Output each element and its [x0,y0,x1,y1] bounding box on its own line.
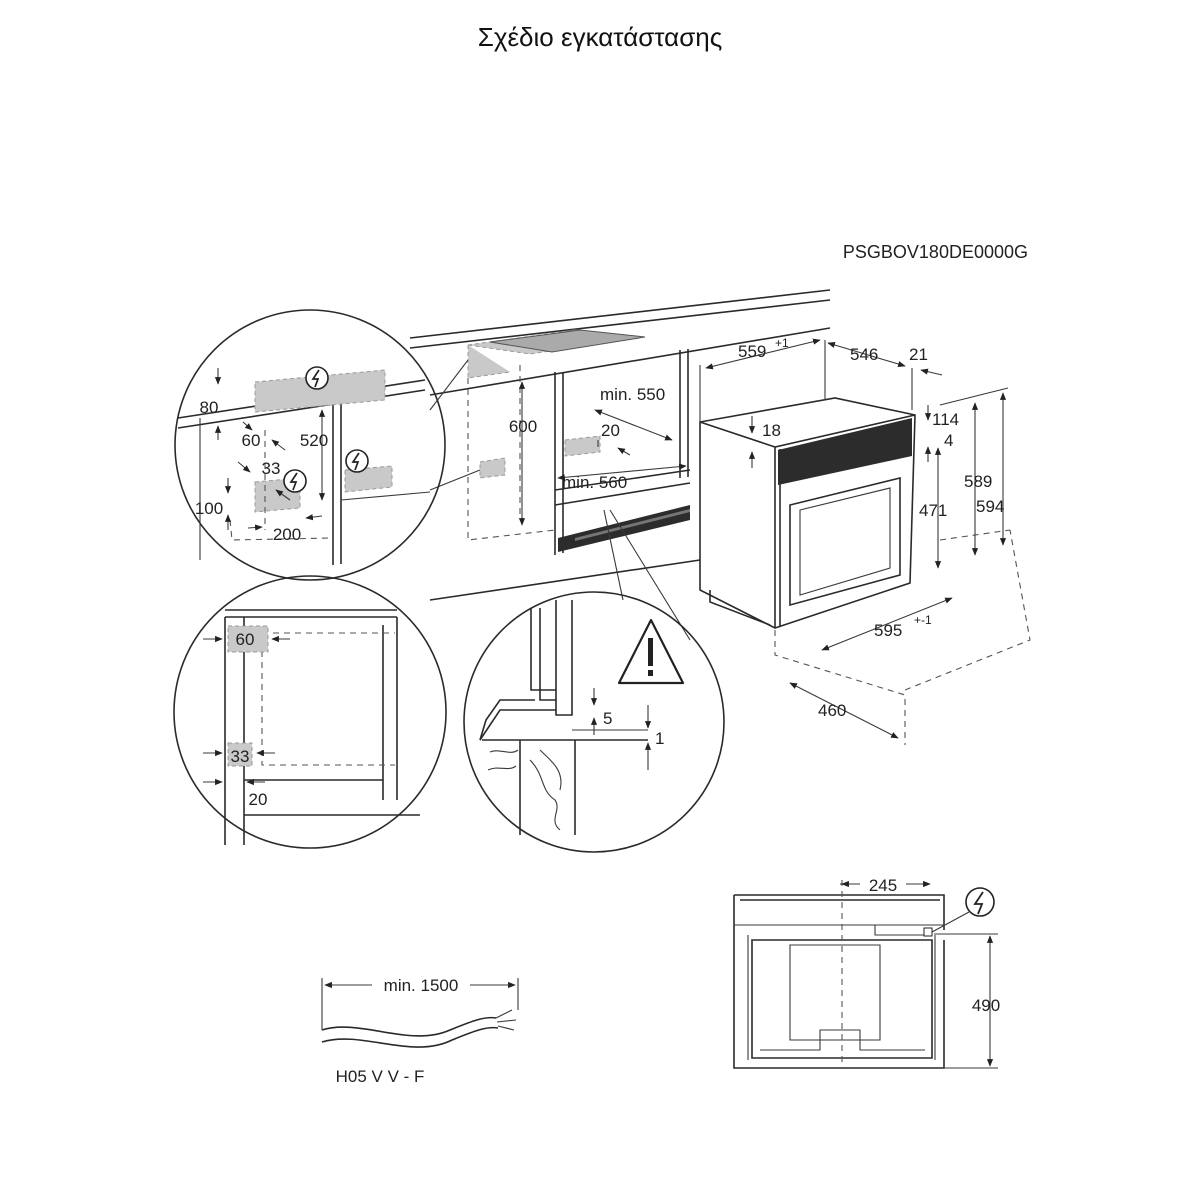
dim-460: 460 [818,701,846,720]
oven-front-view [733,880,945,1069]
dim-1: 1 [655,729,664,748]
dim-589: 589 [964,472,992,491]
dim-594: 594 [976,497,1004,516]
dim-200: 200 [273,525,301,544]
warning-triangle-icon [617,618,685,685]
dim-100: 100 [195,499,223,518]
dim-4: 4 [944,431,953,450]
dim-min-1500: min. 1500 [384,976,459,995]
cable-type-label: H05 V V - F [336,1067,425,1086]
dim-20-clearance: 20 [249,790,268,809]
kitchen-cabinet [409,289,831,641]
dim-595: 595 [874,621,902,640]
dim-18: 18 [762,421,781,440]
dim-60-clearance: 60 [236,630,255,649]
dim-245: 245 [869,876,897,895]
electric-supply-icon [923,887,995,937]
dim-min-550: min. 550 [600,385,665,404]
electric-supply-icon [283,469,307,493]
electric-supply-icon [345,449,369,473]
power-cable [321,978,519,1048]
dim-520: 520 [300,431,328,450]
dim-490: 490 [972,996,1000,1015]
dim-5: 5 [603,709,612,728]
dim-80: 80 [200,398,219,417]
dim-33-clearance: 33 [231,747,250,766]
page-title: Σχέδιο εγκατάστασης [477,22,723,52]
detail-plinth-gap [463,591,725,853]
dim-595-tolerance: +-1 [914,613,932,627]
dim-559: 559 [738,342,766,361]
detail-cabinet-clearance [173,575,447,849]
dim-min-560: min. 560 [562,473,627,492]
dim-33: 33 [262,459,281,478]
dim-559-tolerance: +1 [775,336,789,350]
dim-20-cabinet: 20 [601,421,620,440]
oven-unit [699,397,1031,745]
dim-114: 114 [932,410,959,429]
model-code: PSGBOV180DE0000G [843,242,1028,262]
dim-600: 600 [509,417,537,436]
dim-471: 471 [919,501,947,520]
dim-546: 546 [850,345,878,364]
electric-supply-icon [305,366,329,390]
dim-60: 60 [242,431,261,450]
dim-21: 21 [909,345,928,364]
